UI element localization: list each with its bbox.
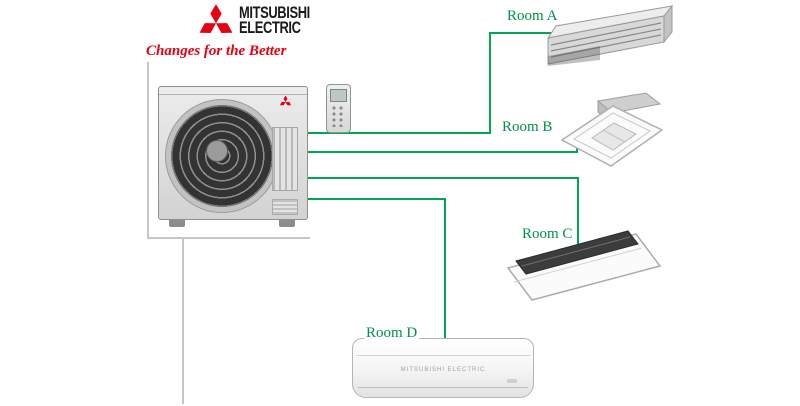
- outdoor-fan: [165, 99, 279, 213]
- outdoor-unit-foot: [169, 219, 185, 227]
- outdoor-unit-seam: [159, 94, 307, 95]
- wall-unit-brand-text: MITSUBISHI ELECTRIC: [400, 367, 486, 373]
- outdoor-lower-vent: [272, 199, 298, 215]
- outdoor-unit: [158, 86, 308, 227]
- remote-screen: [330, 89, 347, 102]
- mitsubishi-diamonds-icon: [199, 4, 233, 33]
- line-room-c: [303, 177, 579, 252]
- brand-name-line1: MITSUBISHI: [239, 3, 310, 22]
- wall-mounted-unit-room-d: MITSUBISHI ELECTRIC: [352, 338, 534, 398]
- outdoor-unit-foot: [279, 219, 295, 227]
- wall-unit-seam: [356, 355, 530, 356]
- fan-hub: [206, 140, 228, 162]
- one-way-cassette-unit-room-c: [506, 230, 662, 301]
- outdoor-side-vents: [272, 127, 298, 191]
- remote-buttons: [331, 105, 346, 127]
- brand-name: MITSUBISHI ELECTRIC: [239, 3, 310, 37]
- room-a-label: Room A: [505, 8, 560, 25]
- ceiling-cassette-unit-room-b: [560, 92, 664, 167]
- line-room-a: [300, 32, 552, 134]
- mitsubishi-diamonds-icon: [279, 95, 292, 106]
- room-c-label: Room C: [520, 226, 575, 243]
- brand-name-line2: ELECTRIC: [239, 18, 301, 37]
- brand-tagline: Changes for the Better: [146, 43, 287, 59]
- wall-unit-flap: [358, 387, 528, 388]
- room-b-label: Room B: [500, 119, 555, 136]
- pipe-left-frame: [147, 62, 310, 239]
- remote-control: [326, 84, 351, 133]
- line-room-d: [303, 198, 446, 339]
- line-room-b: [303, 144, 578, 153]
- wall-unit-indicator: [507, 379, 517, 383]
- ceiling-concealed-unit-room-a: [546, 4, 674, 66]
- room-d-label: Room D: [364, 325, 420, 342]
